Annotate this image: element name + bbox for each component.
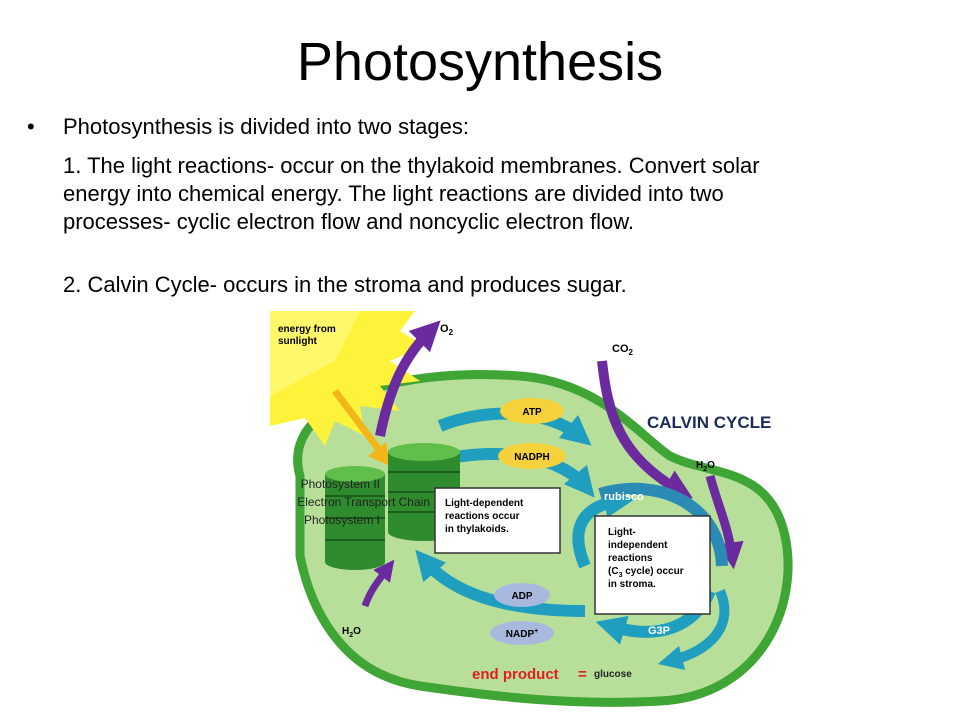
rubisco-arrow-icon [598, 482, 728, 567]
sunlight-label-1: energy from [278, 324, 336, 335]
light-dependent-box [434, 487, 561, 554]
sunlight-arrow-icon [332, 388, 383, 454]
sunlight-label-2: sunlight [278, 336, 318, 347]
nadph-oval [498, 443, 566, 469]
stage-one-text: 1. The light reactions- occur on the thy… [63, 152, 933, 236]
calvin-cycle-label: CALVIN CYCLE [647, 413, 771, 432]
o2-arrow-icon [375, 320, 441, 437]
atp-oval [500, 398, 564, 424]
atp-label: ATP [522, 407, 542, 418]
light-independent-line-3: reactions [608, 553, 653, 564]
nadp-label: NADP+ [506, 628, 538, 640]
photosystem-ii-label: Photosystem II [301, 477, 380, 491]
bullet-line: • Photosynthesis is divided into two stag… [27, 113, 469, 141]
stage-two-text: 2. Calvin Cycle- occurs in the stroma an… [63, 272, 627, 297]
adp-label: ADP [511, 591, 532, 602]
bullet-mark: • [27, 114, 35, 139]
rubisco-label: rubisco [604, 491, 644, 503]
electron-transport-chain-label: Electron Transport Chain [297, 495, 430, 509]
nadph-label: NADPH [514, 452, 550, 463]
light-independent-line-1: Light- [608, 527, 636, 538]
cycle-arrow-icon [572, 487, 635, 569]
chloroplast-diagram: energy from sunlight O2 CO2 H2O H2O Phot… [270, 311, 793, 707]
h2o-top-arrow-icon [705, 474, 744, 570]
light-dependent-line-1: Light-dependent [445, 498, 524, 509]
co2-arrow-icon [597, 360, 693, 499]
stage-one-line-2: energy into chemical energy. The light r… [63, 181, 724, 206]
end-product-equals: = [578, 666, 587, 683]
h2o-bottom-label: H2O [342, 626, 361, 639]
slide-title: Photosynthesis [296, 32, 664, 92]
light-dependent-line-2: reactions occur [445, 511, 520, 522]
glucose-arrow-icon [657, 589, 730, 671]
nadp-oval [490, 621, 554, 645]
h2o-bottom-arrow-icon [361, 559, 395, 608]
bullet-text: Photosynthesis is divided into two stage… [63, 114, 470, 139]
o2-label: O2 [440, 323, 454, 337]
sunlight-arrowhead-icon [368, 442, 390, 466]
stage-one-line-3: processes- cyclic electron flow and nonc… [63, 209, 635, 234]
light-independent-line-2: independent [608, 540, 668, 551]
h2o-top-label: H2O [696, 460, 715, 473]
stage-one-line-1: 1. The light reactions- occur on the thy… [63, 153, 760, 178]
light-independent-line-4: (C3 cycle) occur [608, 566, 684, 579]
glucose-label: glucose [594, 669, 632, 680]
light-dependent-line-3: in thylakoids. [445, 524, 509, 535]
adp-return-arrow-icon [415, 549, 586, 617]
co2-label: CO2 [612, 343, 634, 357]
sun-icon [270, 311, 425, 446]
photosystem-i-label: Photosystem I [304, 513, 380, 527]
end-product-label: end product [472, 666, 559, 683]
light-independent-line-5: in stroma. [608, 579, 656, 590]
adp-oval [494, 583, 550, 607]
light-independent-box [594, 515, 711, 615]
g3p-label: G3P [648, 625, 670, 637]
